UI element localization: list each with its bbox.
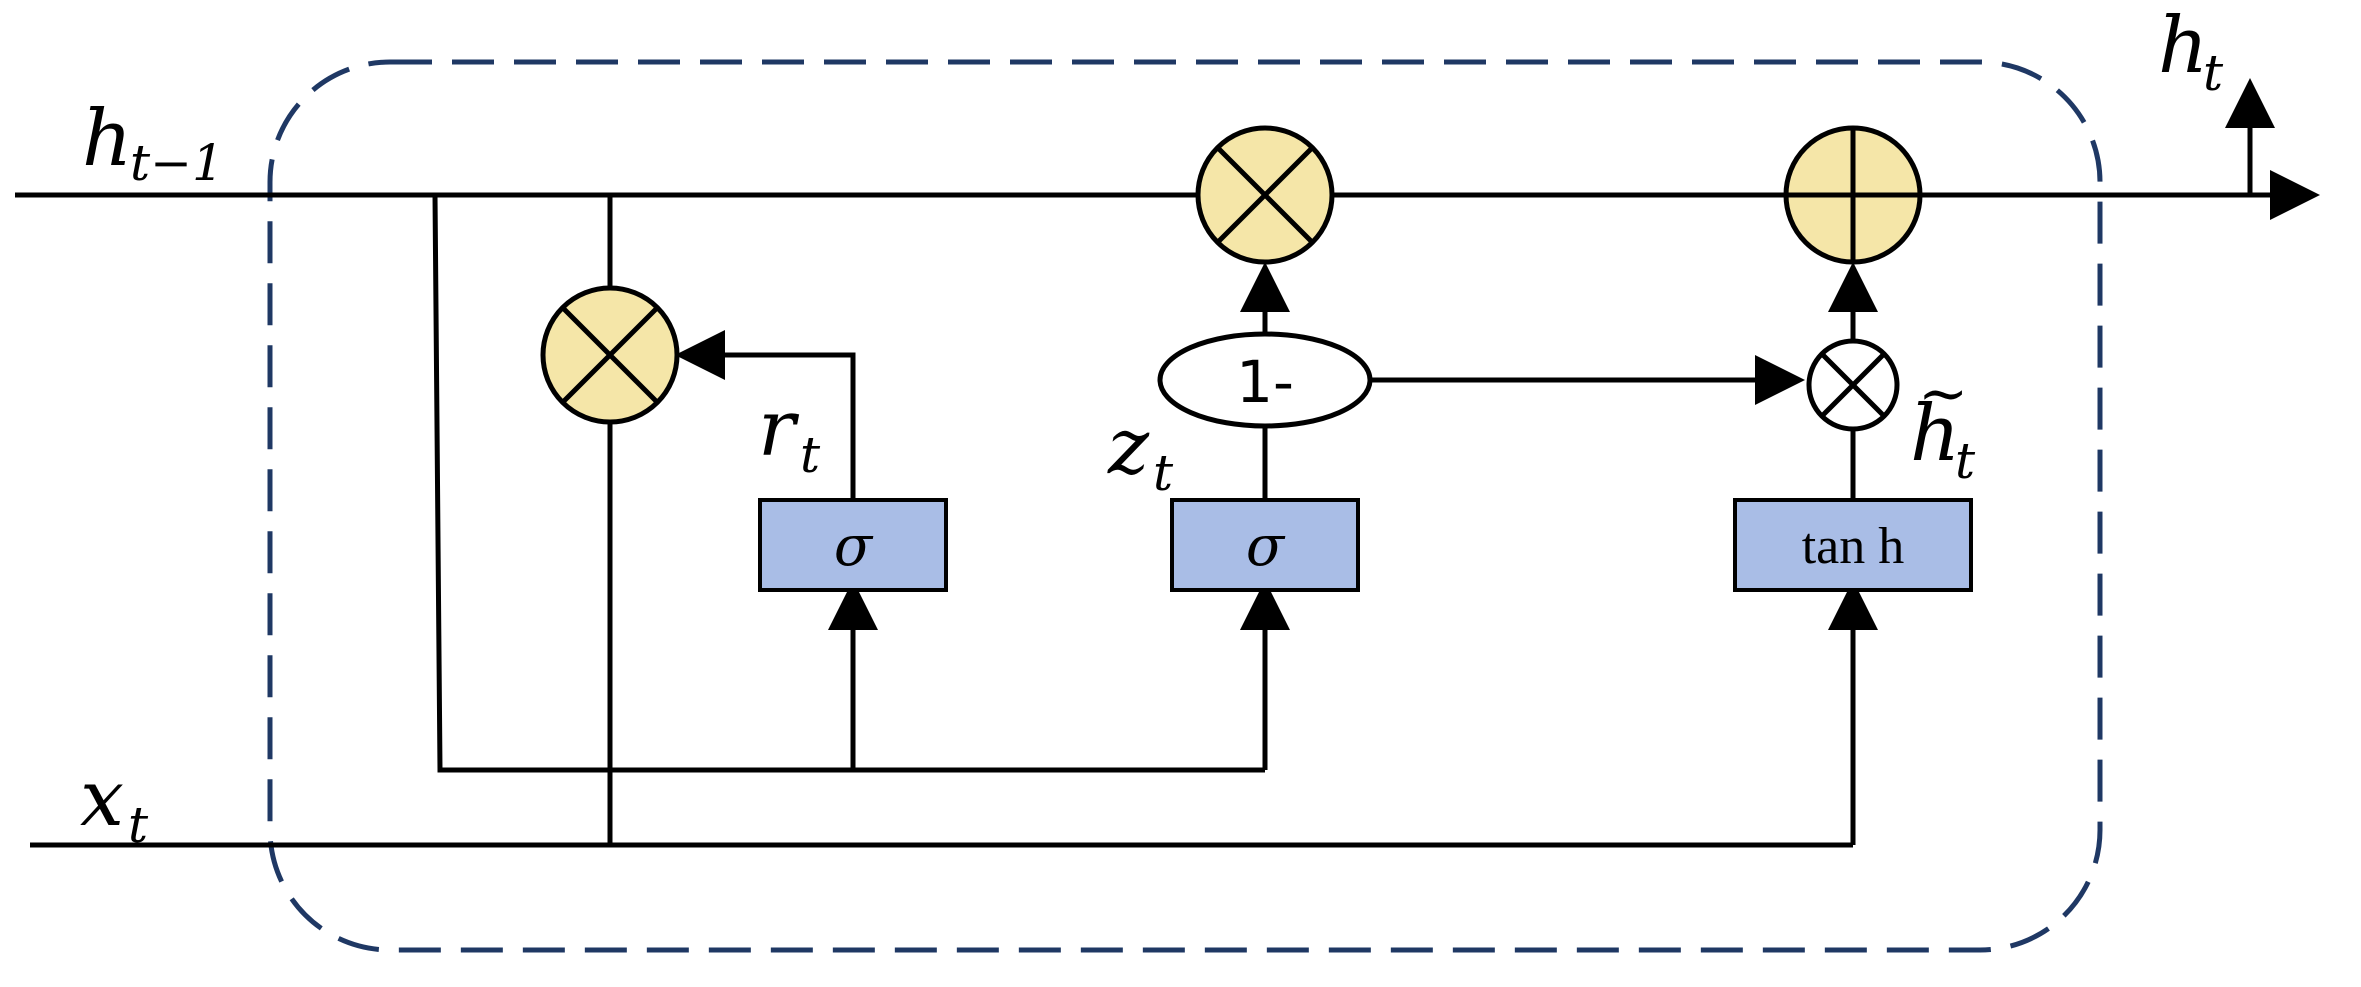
svg-text:~: ~	[1918, 359, 1968, 429]
svg-text:r: r	[758, 384, 800, 474]
svg-text:t: t	[1153, 444, 1174, 502]
hidden-multiply-operator	[1195, 125, 1335, 265]
cell-boundary	[267, 59, 2103, 953]
label-h-out: h t	[2158, 1, 2224, 102]
reset-multiply-operator	[540, 285, 680, 425]
candidate-gate-label: tan h	[1802, 518, 1905, 575]
label-r-gate: r t	[758, 384, 821, 484]
svg-text:h: h	[1910, 389, 1960, 479]
label-h-prev: h t−1	[82, 94, 224, 192]
svg-text:t−1: t−1	[130, 134, 224, 192]
label-h-candidate: ~ h t	[1910, 359, 1976, 490]
svg-text:t: t	[2203, 44, 2224, 102]
one-minus-label: 1-	[1236, 348, 1294, 416]
candidate-multiply-operator	[1806, 338, 1900, 432]
svg-text:x: x	[80, 754, 124, 844]
reset-gate-label: σ	[834, 514, 874, 579]
add-operator	[1783, 125, 1923, 265]
reset-gate-box: σ	[758, 498, 948, 592]
label-z-gate: z t	[1107, 402, 1174, 502]
svg-text:h: h	[82, 94, 132, 184]
one-minus-node: 1-	[1157, 331, 1373, 429]
svg-text:t: t	[128, 796, 149, 854]
svg-text:h: h	[2158, 1, 2208, 91]
svg-text:t: t	[1955, 432, 1976, 490]
gate-bus-line	[432, 194, 1265, 773]
candidate-gate-box: tan h	[1733, 498, 1973, 592]
update-gate-label: σ	[1246, 514, 1286, 579]
reset-gate-output	[675, 330, 856, 500]
svg-text:t: t	[800, 426, 821, 484]
svg-text:z: z	[1107, 402, 1150, 492]
update-gate-box: σ	[1170, 498, 1360, 592]
label-x-in: x t	[80, 754, 149, 854]
